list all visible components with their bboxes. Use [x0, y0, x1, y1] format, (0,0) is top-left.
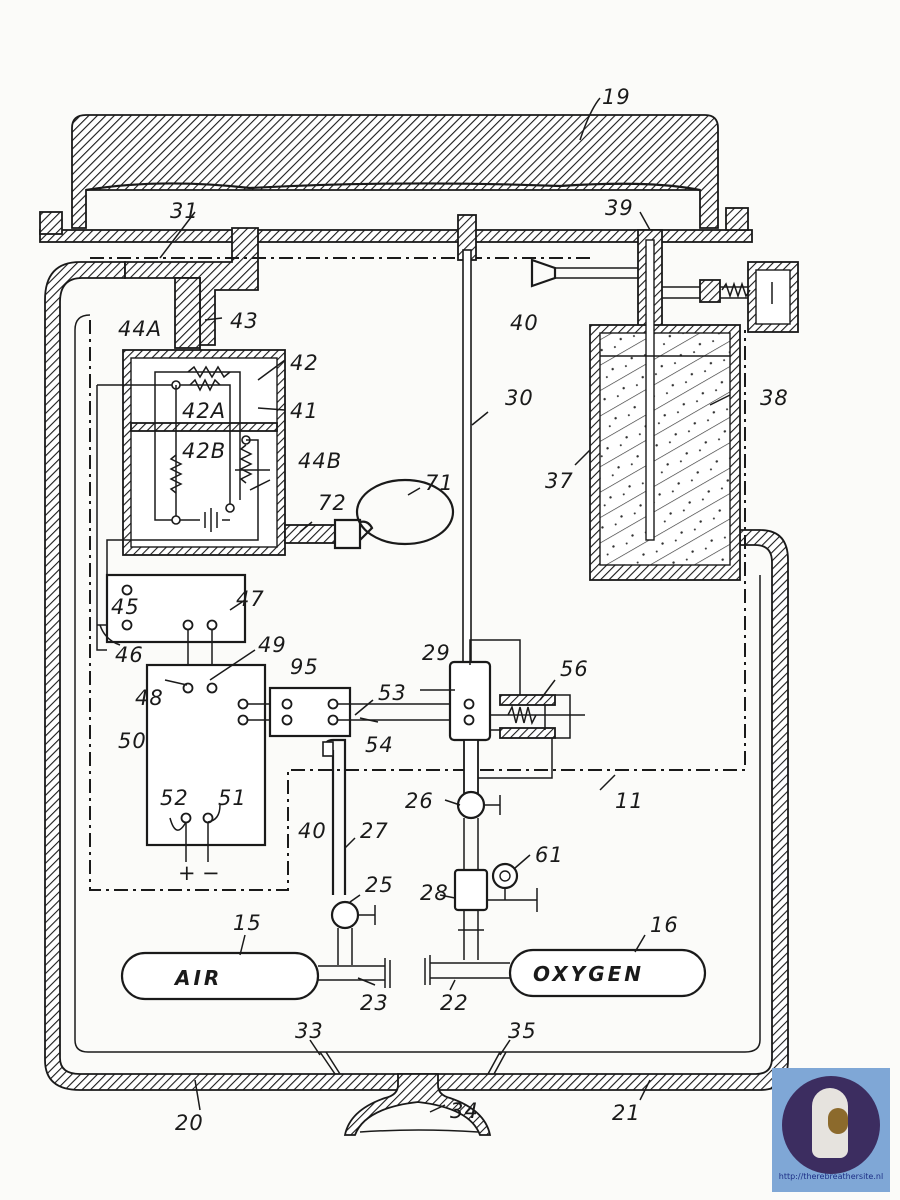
label-16: 16	[650, 913, 679, 937]
label-46: 46	[115, 643, 144, 667]
label-25: 25	[365, 873, 394, 897]
regulator-box-41	[96, 349, 286, 651]
label-35: 35	[508, 1019, 537, 1043]
reference-labels: 19 31 39 40 43 44A 42 41 42A 42B 44B 30 …	[111, 85, 789, 1135]
absorbent-canister-37	[589, 229, 741, 581]
label-23: 23	[360, 991, 389, 1015]
diver-helmet-face	[828, 1108, 848, 1134]
label-28: 28	[420, 881, 449, 905]
rod-30	[462, 249, 472, 666]
label-51: 51	[218, 786, 247, 810]
air-tank-15: AIR	[120, 951, 391, 1001]
label-48: 48	[135, 686, 164, 710]
label-minus: −	[202, 861, 221, 885]
label-56: 56	[560, 657, 589, 681]
oxygen-tank-label: OXYGEN	[533, 962, 644, 986]
label-30: 30	[505, 386, 534, 410]
valve-28	[453, 862, 538, 960]
label-27: 27	[360, 819, 389, 843]
lid-19	[71, 114, 719, 229]
label-plus: +	[178, 861, 197, 885]
label-42: 42	[290, 351, 319, 375]
label-38: 38	[760, 386, 789, 410]
site-logo-watermark: http://therebreathersite.nl	[772, 1068, 890, 1192]
label-54: 54	[365, 733, 394, 757]
air-tank-label: AIR	[173, 966, 222, 990]
label-45: 45	[111, 595, 140, 619]
label-20: 20	[175, 1111, 204, 1135]
label-42a: 42A	[182, 399, 226, 423]
air-tube-27	[322, 738, 376, 965]
label-61: 61	[535, 843, 564, 867]
nozzle-40	[530, 258, 557, 288]
label-26: 26	[405, 789, 434, 813]
label-44a: 44A	[118, 317, 162, 341]
label-95: 95	[290, 655, 319, 679]
pipe-43	[174, 277, 201, 349]
label-40-top: 40	[510, 311, 539, 335]
valve-26	[456, 790, 501, 870]
label-50: 50	[118, 729, 147, 753]
watermark-url: http://therebreathersite.nl	[778, 1172, 884, 1181]
gauge-61	[491, 862, 519, 890]
left-clamp	[39, 211, 63, 235]
label-43: 43	[230, 309, 259, 333]
tube-72	[284, 524, 336, 544]
label-71: 71	[425, 471, 454, 495]
top-plate	[39, 229, 753, 243]
oxygen-tank-16: OXYGEN	[424, 948, 707, 998]
leader-lines	[99, 97, 731, 1113]
valve-25	[330, 900, 360, 930]
valve-29	[448, 639, 585, 796]
label-41: 41	[290, 399, 319, 423]
right-clamp	[725, 207, 749, 231]
label-52: 52	[160, 786, 189, 810]
label-22: 22	[440, 991, 469, 1015]
label-29: 29	[422, 641, 451, 665]
label-19: 19	[602, 85, 631, 109]
label-49: 49	[258, 633, 287, 657]
label-44b: 44B	[298, 449, 342, 473]
label-40-bottom: 40	[298, 819, 327, 843]
mouthpiece-34	[343, 1073, 492, 1136]
label-42b: 42B	[182, 439, 226, 463]
switch-box-95	[268, 686, 352, 738]
label-47: 47	[236, 587, 265, 611]
bulb-71	[355, 478, 455, 546]
label-53: 53	[378, 681, 407, 705]
label-15: 15	[233, 911, 262, 935]
label-39: 39	[605, 196, 634, 220]
label-21: 21	[612, 1101, 641, 1125]
label-34: 34	[450, 1099, 479, 1123]
label-33: 33	[295, 1019, 324, 1043]
label-31: 31	[170, 199, 199, 223]
label-11: 11	[615, 789, 644, 813]
label-72: 72	[318, 491, 347, 515]
label-37: 37	[545, 469, 574, 493]
